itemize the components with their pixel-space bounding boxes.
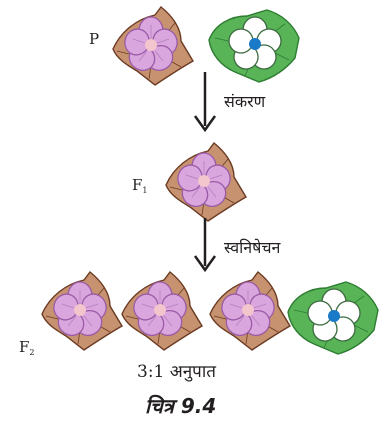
selfing-arrow-icon	[193, 218, 217, 273]
f2-white-flower	[287, 281, 379, 355]
f2-purple-flower-3	[209, 271, 291, 351]
ratio-label: 3:1 अनुपात	[137, 362, 216, 382]
f1-label: F1	[132, 176, 148, 195]
f2-purple-flower-2	[121, 271, 203, 351]
f1-purple-flower	[165, 142, 247, 222]
selfing-step-label: स्वनिषेचन	[224, 238, 281, 257]
f2-purple-flower-1	[41, 271, 123, 351]
cross-arrow-icon	[193, 72, 217, 133]
parent-label: P	[89, 30, 100, 48]
figure-caption: चित्र 9.4	[145, 394, 217, 418]
cross-step-label: संकरण	[224, 92, 266, 111]
f2-label: F2	[19, 338, 35, 357]
parent-white-flower	[208, 9, 300, 83]
parent-purple-flower	[112, 6, 194, 86]
